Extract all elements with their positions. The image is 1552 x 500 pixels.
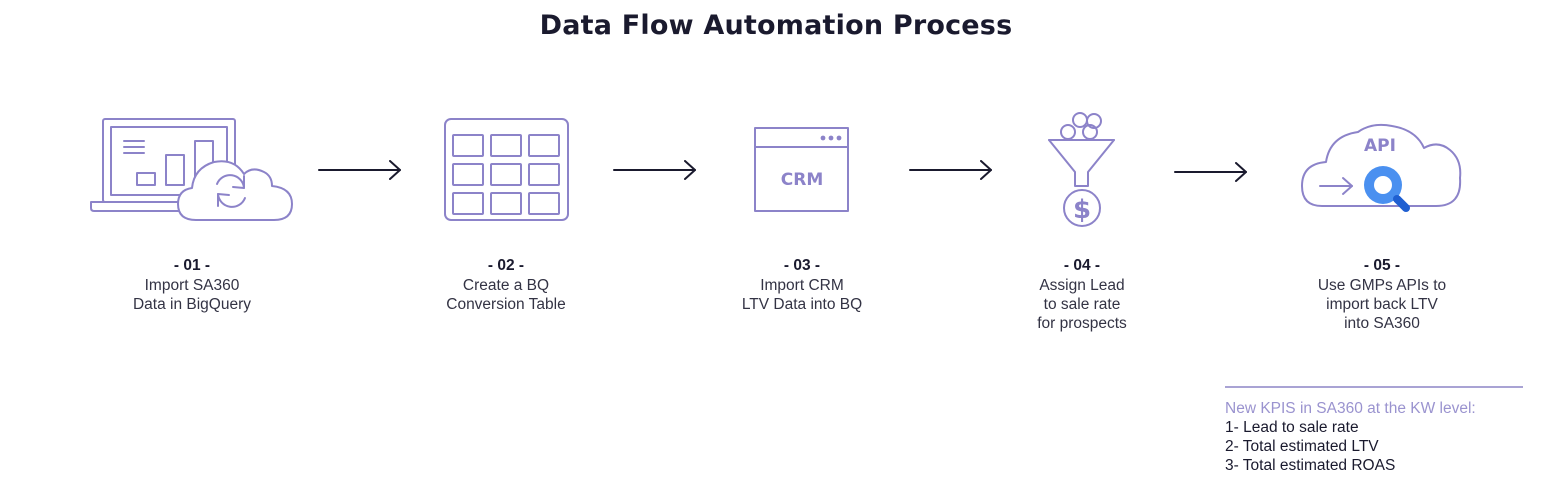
laptop-cloud-sync-icon (88, 116, 298, 226)
dollar-label: $ (1073, 195, 1091, 225)
flow-arrow-4 (1174, 162, 1248, 182)
step-3-number: - 03 - (783, 257, 821, 274)
step-4-line-1: Assign Lead (1039, 277, 1125, 294)
step-4-caption: - 04 - Assign Lead to sale rate for pros… (972, 256, 1192, 333)
crm-label: CRM (781, 170, 823, 190)
step-1-caption: - 01 - Import SA360 Data in BigQuery (82, 256, 302, 314)
kpi-heading: New KPIS in SA360 at the KW level: (1225, 400, 1476, 417)
step-5-line-2: import back LTV (1326, 296, 1438, 313)
kpi-summary: New KPIS in SA360 at the KW level: 1- Le… (1225, 386, 1523, 475)
step-1-line-1: Import SA360 (144, 277, 240, 294)
step-2-caption: - 02 - Create a BQ Conversion Table (396, 256, 616, 314)
step-2-line-1: Create a BQ (462, 277, 550, 294)
kpi-item-2: 2- Total estimated LTV (1225, 438, 1379, 455)
step-3-line-1: Import CRM (760, 277, 844, 294)
step-3-caption: - 03 - Import CRM LTV Data into BQ (692, 256, 912, 314)
step-5-caption: - 05 - Use GMPs APIs to import back LTV … (1272, 256, 1492, 333)
step-2-line-2: Conversion Table (446, 296, 566, 313)
flow-arrow-2 (613, 160, 697, 180)
step-5-number: - 05 - (1363, 257, 1401, 274)
flow-arrow-1 (318, 160, 402, 180)
api-cloud-search-icon: API (1300, 120, 1466, 220)
kpi-item-1: 1- Lead to sale rate (1225, 419, 1359, 436)
step-3-line-2: LTV Data into BQ (741, 296, 863, 313)
diagram-title: Data Flow Automation Process (539, 10, 1013, 41)
crm-window-icon: CRM (754, 127, 850, 214)
step-5-line-1: Use GMPs APIs to (1317, 277, 1447, 294)
kpi-item-3: 3- Total estimated ROAS (1225, 457, 1396, 474)
step-4-line-3: for prospects (1037, 315, 1127, 332)
step-4-number: - 04 - (1063, 257, 1101, 274)
step-4-line-2: to sale rate (1043, 296, 1121, 313)
flow-arrow-3 (909, 160, 993, 180)
step-1-line-2: Data in BigQuery (132, 296, 252, 313)
step-1-number: - 01 - (173, 257, 211, 274)
api-label: API (1364, 136, 1396, 156)
step-2-number: - 02 - (487, 257, 525, 274)
funnel-dollar-icon: $ (1044, 110, 1120, 230)
table-grid-icon (444, 118, 570, 222)
step-5-line-3: into SA360 (1344, 315, 1420, 332)
